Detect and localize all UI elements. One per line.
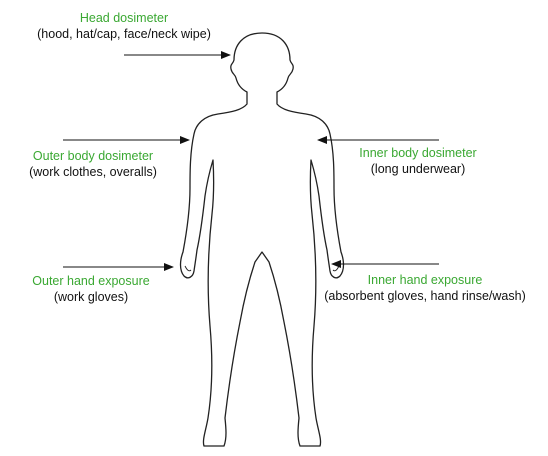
inner-hand-exposure-subtitle: (absorbent gloves, hand rinse/wash) (305, 288, 545, 304)
head-dosimeter-title: Head dosimeter (6, 10, 242, 26)
outer-hand-exposure-title: Outer hand exposure (8, 273, 174, 289)
inner-hand-exposure-label: Inner hand exposure (absorbent gloves, h… (305, 272, 545, 304)
inner-body-dosimeter-subtitle: (long underwear) (338, 161, 498, 177)
inner-hand-exposure-title: Inner hand exposure (305, 272, 545, 288)
head-dosimeter-label: Head dosimeter (hood, hat/cap, face/neck… (6, 10, 242, 42)
right-hand-detail (333, 266, 339, 271)
outer-hand-exposure-label: Outer hand exposure (work gloves) (8, 273, 174, 305)
outer-body-dosimeter-title: Outer body dosimeter (8, 148, 178, 164)
head-dosimeter-subtitle: (hood, hat/cap, face/neck wipe) (6, 26, 242, 42)
outer-body-dosimeter-label: Outer body dosimeter (work clothes, over… (8, 148, 178, 180)
inner-body-dosimeter-title: Inner body dosimeter (338, 145, 498, 161)
left-hand-detail (185, 266, 191, 271)
outer-body-dosimeter-subtitle: (work clothes, overalls) (8, 164, 178, 180)
human-body-outline (181, 33, 344, 446)
inner-body-dosimeter-label: Inner body dosimeter (long underwear) (338, 145, 498, 177)
outer-hand-exposure-subtitle: (work gloves) (8, 289, 174, 305)
